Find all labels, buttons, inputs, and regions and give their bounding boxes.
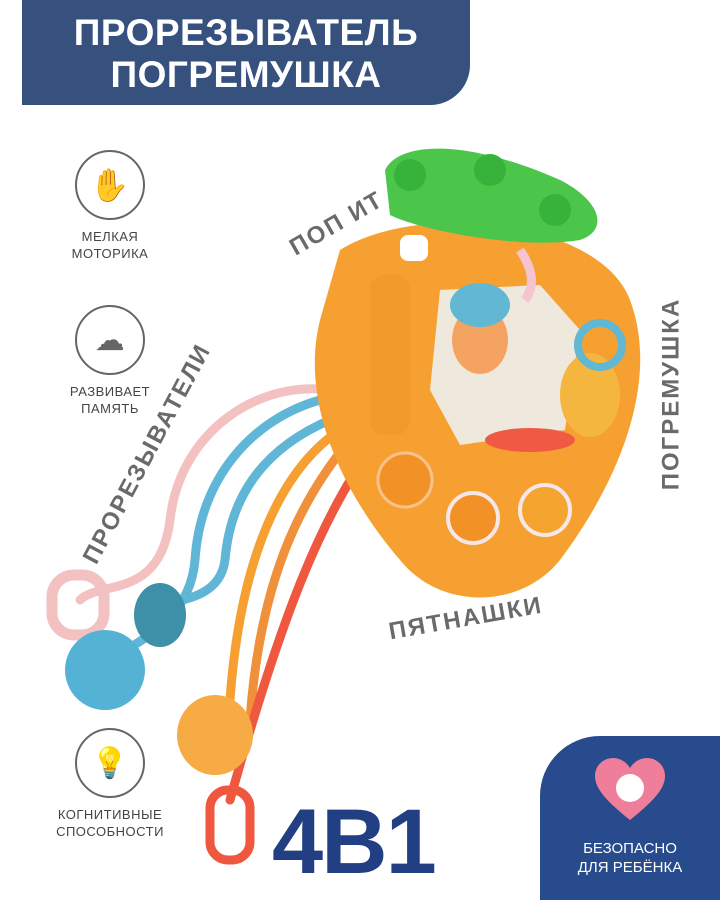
fifteen-holes bbox=[376, 451, 572, 545]
safe-line-1: БЕЗОПАСНО bbox=[583, 840, 677, 857]
feature-label: МЕЛКАЯ bbox=[81, 229, 139, 244]
title-banner: ПРОРЕЗЫВАТЕЛЬ ПОГРЕМУШКА bbox=[22, 0, 470, 105]
brain-icon: ☁ bbox=[75, 305, 145, 375]
dark-teether bbox=[134, 583, 186, 647]
hands-icon: ✋ bbox=[75, 150, 145, 220]
pink-ring bbox=[46, 569, 110, 641]
red-ring bbox=[205, 785, 255, 865]
label-rattle: ПОГРЕМУШКА bbox=[657, 297, 685, 491]
blue-teether bbox=[65, 630, 145, 710]
baby-heart-icon bbox=[595, 758, 665, 820]
feature-label: ПАМЯТЬ bbox=[81, 401, 139, 416]
feature-cognitive: 💡 КОГНИТИВНЫЕ СПОСОБНОСТИ bbox=[40, 728, 180, 840]
safe-badge: БЕЗОПАСНО ДЛЯ РЕБЁНКА bbox=[540, 736, 720, 900]
title-line-2: ПОГРЕМУШКА bbox=[110, 54, 382, 95]
orange-teether bbox=[177, 695, 253, 775]
feature-memory: ☁ РАЗВИВАЕТ ПАМЯТЬ bbox=[40, 305, 180, 417]
feature-label: КОГНИТИВНЫЕ bbox=[57, 807, 163, 822]
lightbulb-icon: 💡 bbox=[75, 728, 145, 798]
title-line-1: ПРОРЕЗЫВАТЕЛЬ bbox=[73, 12, 419, 53]
feature-label: РАЗВИВАЕТ bbox=[69, 384, 151, 399]
four-in-one-badge: 4В1 bbox=[272, 791, 437, 893]
texture-pad bbox=[370, 275, 410, 435]
safe-line-2: ДЛЯ РЕБЁНКА bbox=[577, 859, 683, 876]
feature-label: СПОСОБНОСТИ bbox=[56, 824, 164, 839]
bunny-charm bbox=[400, 235, 428, 261]
feature-label: МОТОРИКА bbox=[71, 246, 149, 261]
feature-fine-motor: ✋ МЕЛКАЯ МОТОРИКА bbox=[40, 150, 180, 262]
